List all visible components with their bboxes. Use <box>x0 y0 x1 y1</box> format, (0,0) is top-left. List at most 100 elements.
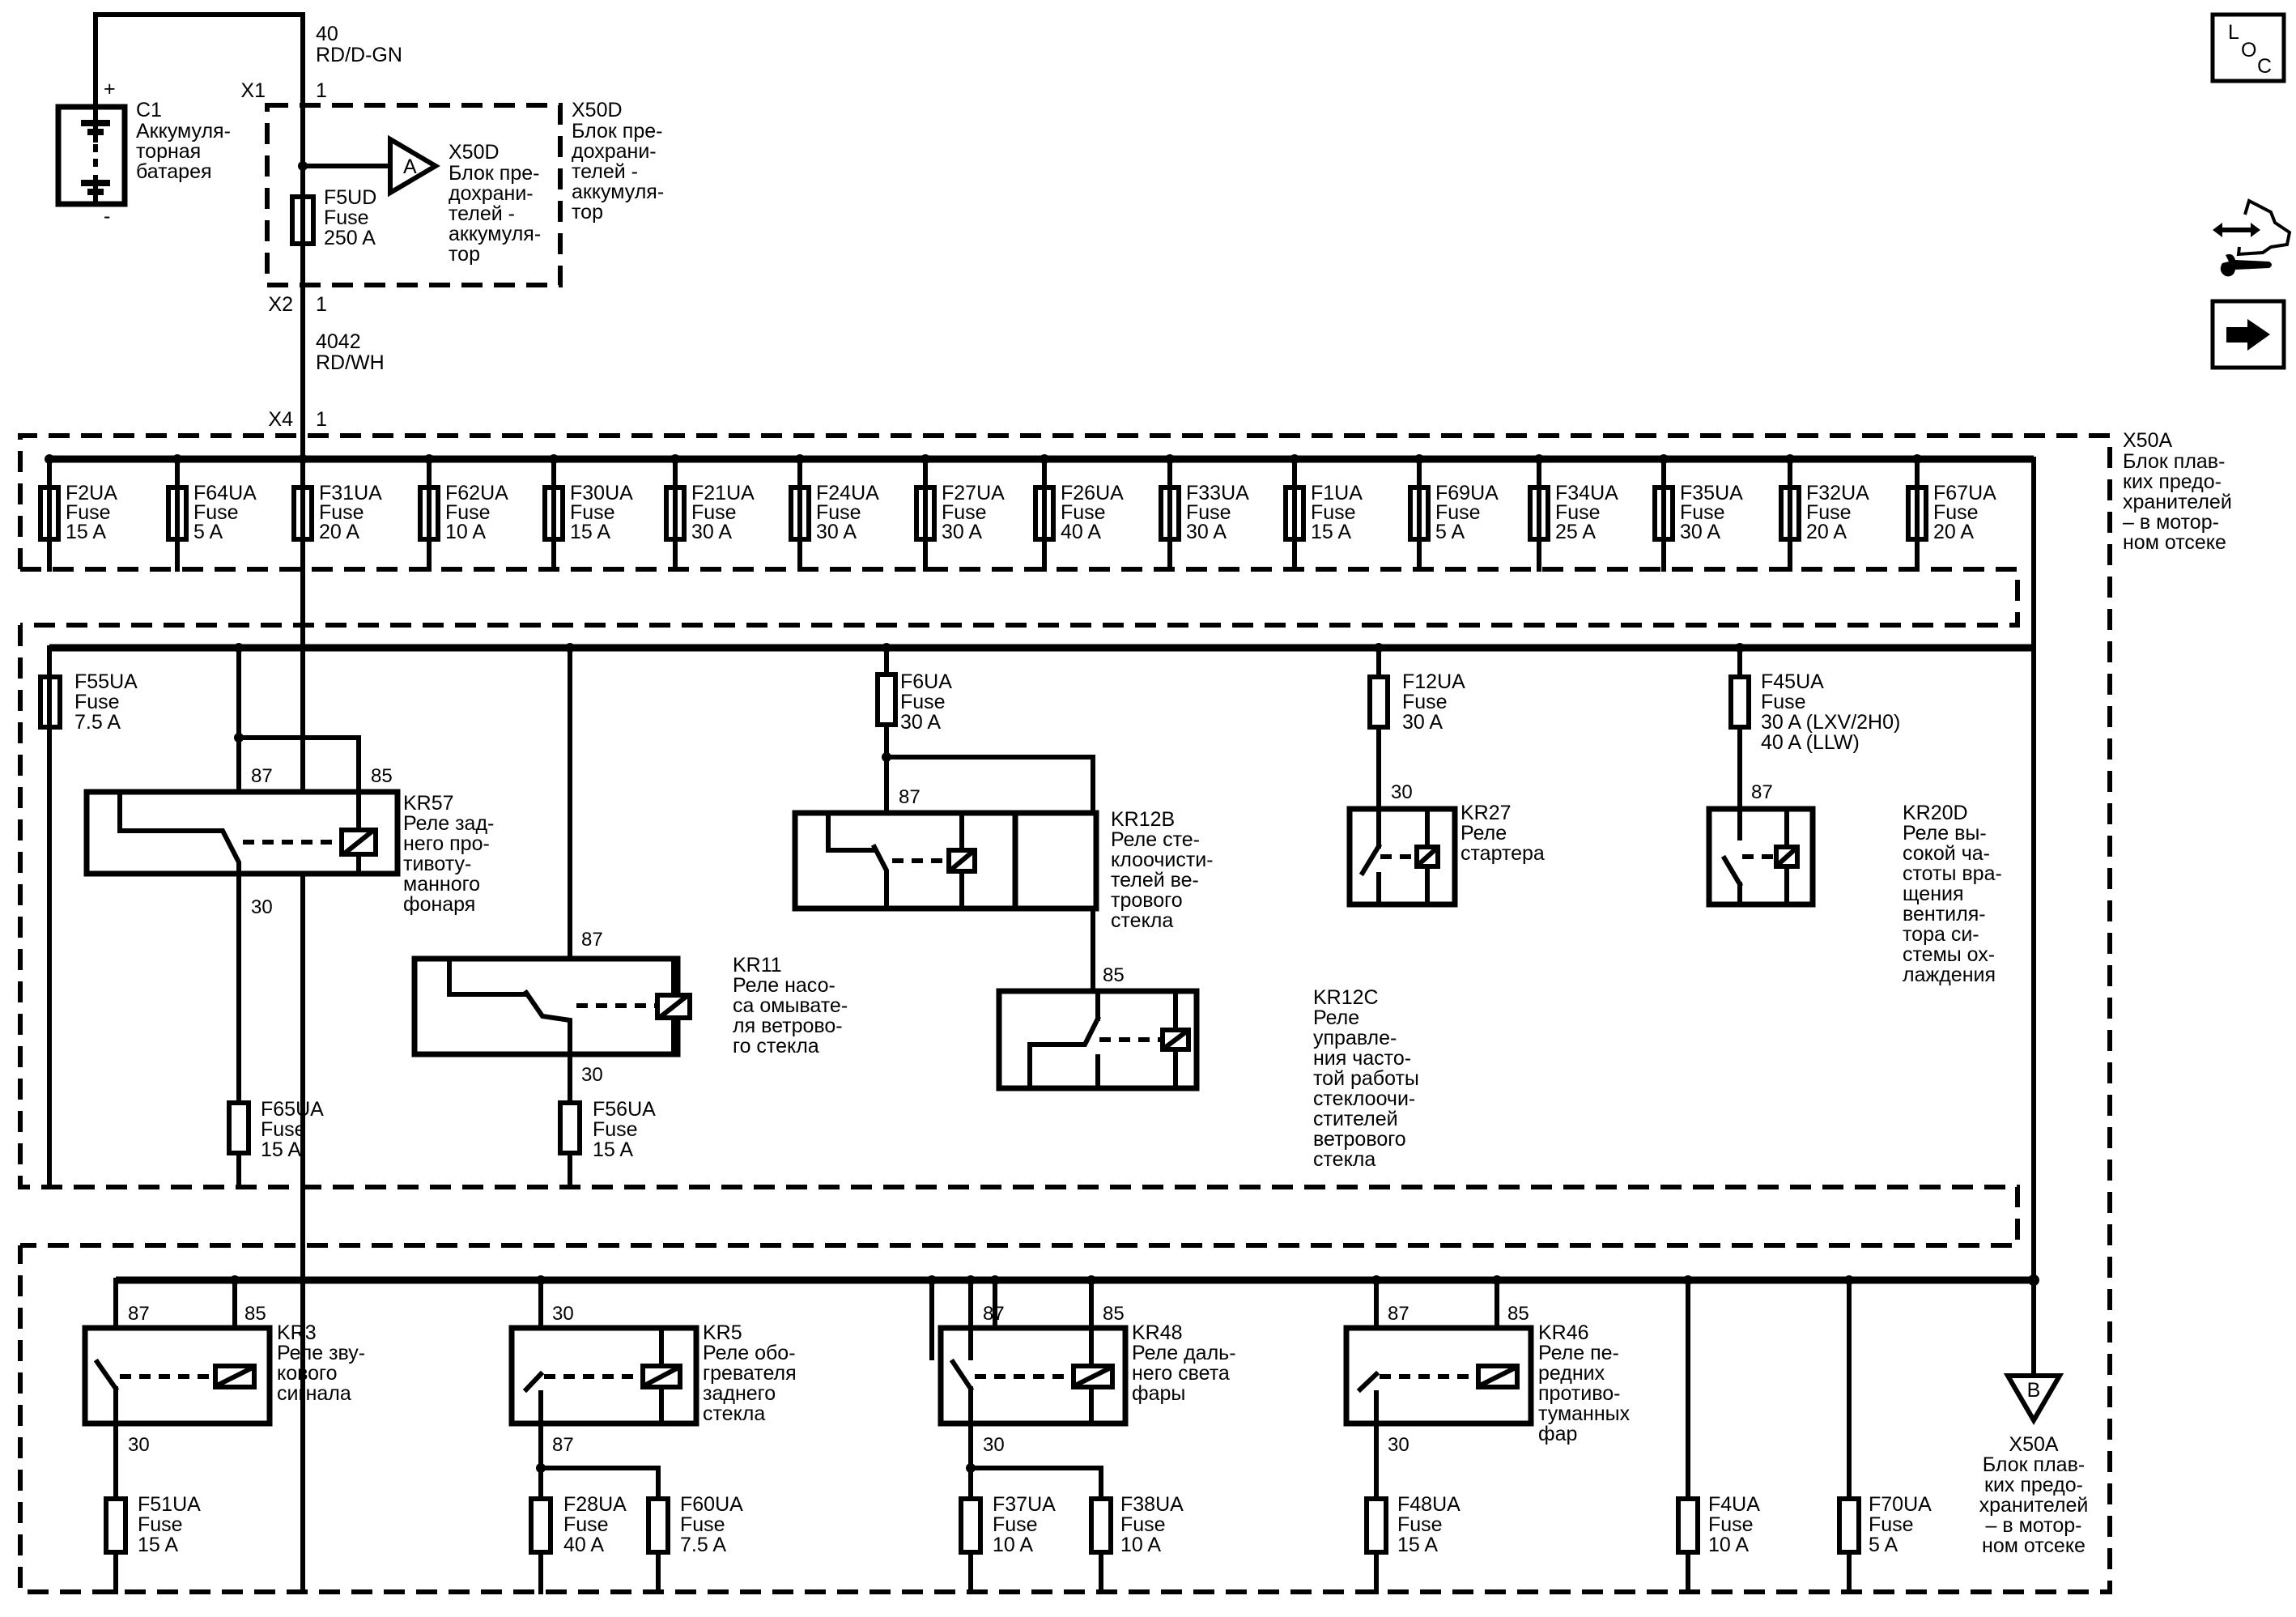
fuse-id: F28UA <box>563 1493 627 1516</box>
relay-name-line: заднего <box>703 1382 776 1405</box>
offpage-reference-b[interactable]: B X50A Блок плав- ких предо- хранителей … <box>1979 1373 2089 1557</box>
fuse-id: F38UA <box>1120 1493 1184 1516</box>
fuse-rating: 40 A <box>563 1534 604 1556</box>
next-page-arrow-icon[interactable] <box>2210 299 2286 370</box>
relay-name-line: Реле зву- <box>277 1342 365 1364</box>
fuse-type: Fuse <box>1761 691 1806 713</box>
fuse-id: F32UA <box>1806 482 1869 504</box>
relay-id: KR46 <box>1538 1321 1589 1344</box>
offpage-reference-b-icon[interactable] <box>2003 1373 2064 1425</box>
fuse-type: Fuse <box>261 1118 306 1141</box>
connector-x2: X2 <box>268 293 293 316</box>
x50a-name-line: ном отсеке <box>2123 531 2226 554</box>
fuse-rating: 30 A (LXV/2H0) <box>1761 711 1900 734</box>
ref-a-name-line: аккумуля- <box>449 223 541 245</box>
wire-color-rd-dgn: RD/D-GN <box>316 44 402 66</box>
fuse-f48ua <box>1364 1496 1388 1555</box>
x50d-name-line: Блок пре- <box>572 120 662 143</box>
relay-name-line: туманных <box>1538 1402 1631 1425</box>
junction-dot <box>1785 454 1795 464</box>
connector-x1: X1 <box>240 79 266 102</box>
fuse-id: F26UA <box>1061 482 1124 504</box>
location-view-icon[interactable]: L O C <box>2210 12 2286 83</box>
relay-pin-label: 87 <box>983 1303 1005 1325</box>
top-row-sub-boundary <box>20 567 2020 628</box>
relay-name-line: Реле <box>1461 822 1507 845</box>
fuse-rating: 5 A <box>193 521 223 543</box>
relay-name-line: Реле даль- <box>1132 1342 1236 1364</box>
fuse-f28ua <box>529 1496 553 1555</box>
fuse-id: F65UA <box>261 1098 324 1121</box>
relay-name-line: кового <box>277 1362 338 1385</box>
relay-name-line: фары <box>1132 1382 1185 1405</box>
relay-id: KR20D <box>1903 802 1968 824</box>
relay-name-line: телей ве- <box>1111 869 1199 891</box>
relay-name-line: Реле сте- <box>1111 828 1200 851</box>
battery-c1: + - C1 Аккумуля- торная батарея <box>55 78 231 228</box>
relay-pin-label: 30 <box>552 1303 574 1325</box>
fuse-type: Fuse <box>1120 1513 1166 1536</box>
relay-kr3: 87 85 30 KR3 Реле зву- кового сигнала F5… <box>82 1275 365 1594</box>
x50d-boundary <box>265 103 563 287</box>
fuse-type: Fuse <box>691 501 737 524</box>
fuse-id: F70UA <box>1869 1493 1932 1516</box>
ref-b-id: X50A <box>2009 1433 2058 1456</box>
fuse-id: F12UA <box>1402 670 1465 693</box>
fuse-type: Fuse <box>563 1513 609 1536</box>
fuse-rating: 30 A <box>816 521 857 543</box>
relay-name-line: фар <box>1538 1423 1577 1445</box>
connector-x2-pin: 1 <box>316 293 327 316</box>
relay-pin-label: 87 <box>1751 781 1773 803</box>
connector-x4: X4 <box>268 408 293 431</box>
x50d-name-line: телей - <box>572 160 638 183</box>
offpage-reference-a-icon[interactable] <box>388 134 440 198</box>
relay-kr20d: F45UA Fuse 30 A (LXV/2H0) 40 A (LLW) 87 … <box>1706 643 2002 986</box>
relay-id: KR48 <box>1132 1321 1183 1344</box>
relay-name-line: него про- <box>403 832 490 855</box>
battery-name-line: батарея <box>136 160 212 183</box>
fuse-id: F35UA <box>1680 482 1743 504</box>
harness-routing-icon[interactable] <box>2213 198 2292 277</box>
fuse-f38ua <box>1089 1496 1113 1555</box>
junction-dot <box>424 454 434 464</box>
x50a-name-line: хранителей <box>2123 491 2232 513</box>
relay-name-line: редних <box>1538 1362 1605 1385</box>
relay-id: KR27 <box>1461 802 1512 824</box>
junction-dot <box>298 454 308 464</box>
ref-b-letter: B <box>2027 1379 2041 1402</box>
relay-pin-label: 87 <box>899 786 921 808</box>
middle-section: F55UA Fuse 7.5 A 87 85 30 KR57 Реле зад-… <box>18 457 2036 1387</box>
relay-name-line: Реле вы- <box>1903 822 1987 845</box>
fuse-f65ua: F65UA Fuse 15 A <box>227 1098 324 1161</box>
x50a-name-line: Блок плав- <box>2123 450 2225 473</box>
relay-name-line: лаждения <box>1903 964 1996 986</box>
fuse-rating-alt: 40 A (LLW) <box>1761 731 1860 754</box>
ref-b-name-line: ких предо- <box>1984 1474 2083 1496</box>
relay-pin-label: 30 <box>581 1064 603 1086</box>
loc-letter: C <box>2257 55 2272 78</box>
bottom-section: 87 85 30 KR3 Реле зву- кового сигнала F5… <box>82 1274 2089 1594</box>
fuse-id: F64UA <box>193 482 257 504</box>
fuse-rating: 20 A <box>1806 521 1847 543</box>
ref-a-id: X50D <box>449 141 500 164</box>
ref-a-letter: A <box>403 155 417 178</box>
fuse-id: F67UA <box>1933 482 1996 504</box>
relay-kr12c: 85 KR12C Реле управле- ния часто- той ра… <box>996 964 1419 1171</box>
junction-dot <box>1290 454 1299 464</box>
junction-dot <box>549 454 559 464</box>
fuse-type: Fuse <box>900 691 946 713</box>
fuse-id: F48UA <box>1397 1493 1461 1516</box>
fuse-type: Fuse <box>319 501 364 524</box>
fuse-rating: 40 A <box>1061 521 1101 543</box>
relay-pin-label: 87 <box>128 1303 150 1325</box>
fuse-id: F51UA <box>138 1493 201 1516</box>
relay-name-line: Реле зад- <box>403 812 494 835</box>
relay-name-line: сигнала <box>277 1382 351 1405</box>
fuse-id: F69UA <box>1435 482 1499 504</box>
wire-circuit-4042: 4042 <box>316 330 361 353</box>
relay-name-line: стекла <box>703 1402 765 1425</box>
